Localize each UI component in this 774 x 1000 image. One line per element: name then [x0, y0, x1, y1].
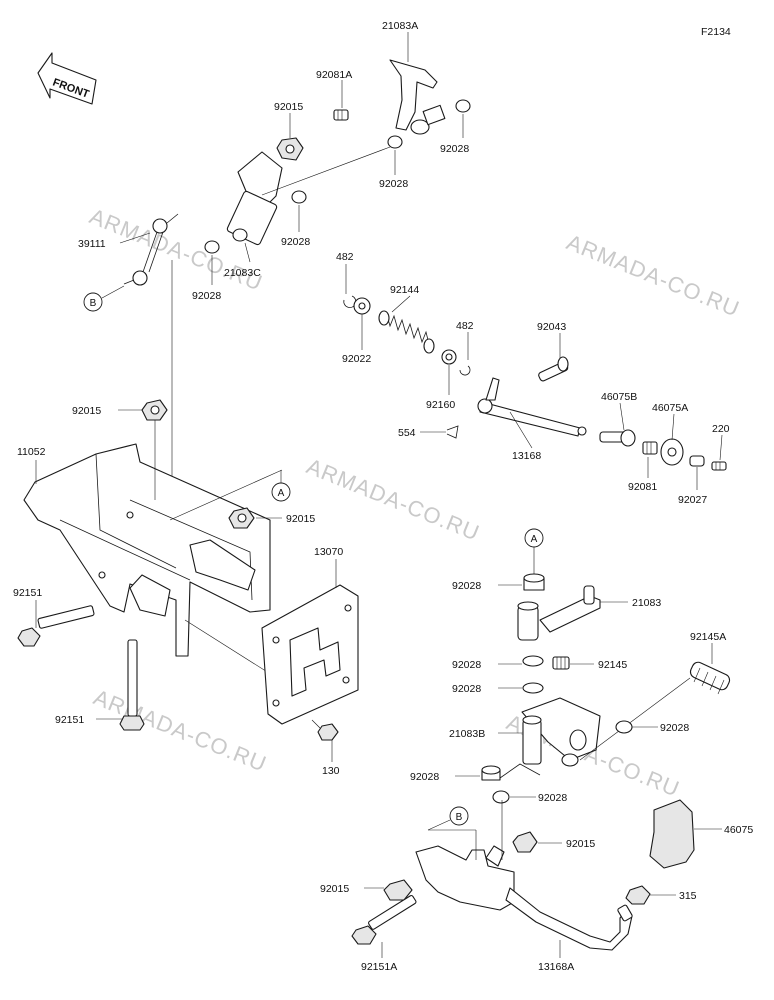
label-92028-g: 92028: [452, 683, 481, 695]
label-92151-a: 92151: [13, 587, 42, 599]
label-92028-j: 92028: [538, 792, 567, 804]
label-92145: 92145: [598, 659, 627, 671]
label-482-b: 482: [456, 320, 474, 332]
label-92028-f: 92028: [452, 659, 481, 671]
label-92028-h: 92028: [660, 722, 689, 734]
label-11052: 11052: [17, 446, 46, 458]
label-92160: 92160: [426, 399, 455, 411]
label-92151-b: 92151: [55, 714, 84, 726]
label-13168: 13168: [512, 450, 541, 462]
label-92145A: 92145A: [690, 631, 726, 643]
callout-b-lower-text: B: [456, 812, 463, 823]
label-92028-i: 92028: [410, 771, 439, 783]
label-92027: 92027: [678, 494, 707, 506]
label-92081: 92081: [628, 481, 657, 493]
lower-lever-assembly: [351, 573, 731, 951]
spring-92144-icon: [378, 310, 435, 354]
label-315: 315: [679, 890, 697, 902]
label-46075B: 46075B: [601, 391, 637, 403]
label-130: 130: [322, 765, 340, 777]
label-92028-c: 92028: [281, 236, 310, 248]
label-92081A: 92081A: [316, 69, 352, 81]
callout-b-left: B: [83, 285, 125, 312]
label-46075: 46075: [724, 824, 753, 836]
label-92151A: 92151A: [361, 961, 397, 973]
leader-lines: [35, 32, 723, 958]
gate-plate-13070: [261, 584, 359, 741]
figure-code: F2134: [701, 26, 731, 38]
label-92028-b: 92028: [379, 178, 408, 190]
label-220: 220: [712, 423, 730, 435]
part-labels: 21083A 92081A 92015 92028 92028 92028 39…: [13, 20, 753, 973]
front-arrow-icon: FRONT: [37, 52, 97, 105]
callout-a-top-text: A: [278, 488, 285, 499]
label-92022: 92022: [342, 353, 371, 365]
callout-a-lower: A: [524, 528, 544, 574]
label-21083B: 21083B: [449, 728, 485, 740]
label-92015-frame: 92015: [286, 513, 315, 525]
label-21083: 21083: [632, 597, 661, 609]
label-92028-a: 92028: [440, 143, 469, 155]
label-92015-left: 92015: [320, 883, 349, 895]
label-92144: 92144: [390, 284, 419, 296]
label-92015-low: 92015: [566, 838, 595, 850]
label-482-a: 482: [336, 251, 354, 263]
label-13168A: 13168A: [538, 961, 574, 973]
frame-bracket-11052: [17, 399, 283, 731]
watermark-2: ARMADA-CO.RU: [563, 229, 743, 321]
label-554: 554: [398, 427, 416, 439]
label-92015-top: 92015: [274, 101, 303, 113]
label-92028-d: 92028: [192, 290, 221, 302]
label-21083A: 21083A: [382, 20, 418, 32]
callout-b-left-text: B: [90, 298, 97, 309]
shift-shaft-assembly: [343, 295, 727, 471]
label-92043: 92043: [537, 321, 566, 333]
label-13070: 13070: [314, 546, 343, 558]
label-92028-e: 92028: [452, 580, 481, 592]
label-39111: 39111: [78, 238, 106, 250]
callout-b-lower: B: [427, 806, 469, 831]
watermark-4: ARMADA-CO.RU: [90, 684, 270, 776]
label-46075A: 46075A: [652, 402, 688, 414]
label-21083C: 21083C: [224, 267, 261, 279]
callout-a-top: A: [271, 470, 291, 502]
watermark-3: ARMADA-CO.RU: [303, 453, 483, 545]
label-92015-mid: 92015: [72, 405, 101, 417]
callout-a-lower-text: A: [531, 534, 538, 545]
upper-linkage: [123, 59, 471, 560]
